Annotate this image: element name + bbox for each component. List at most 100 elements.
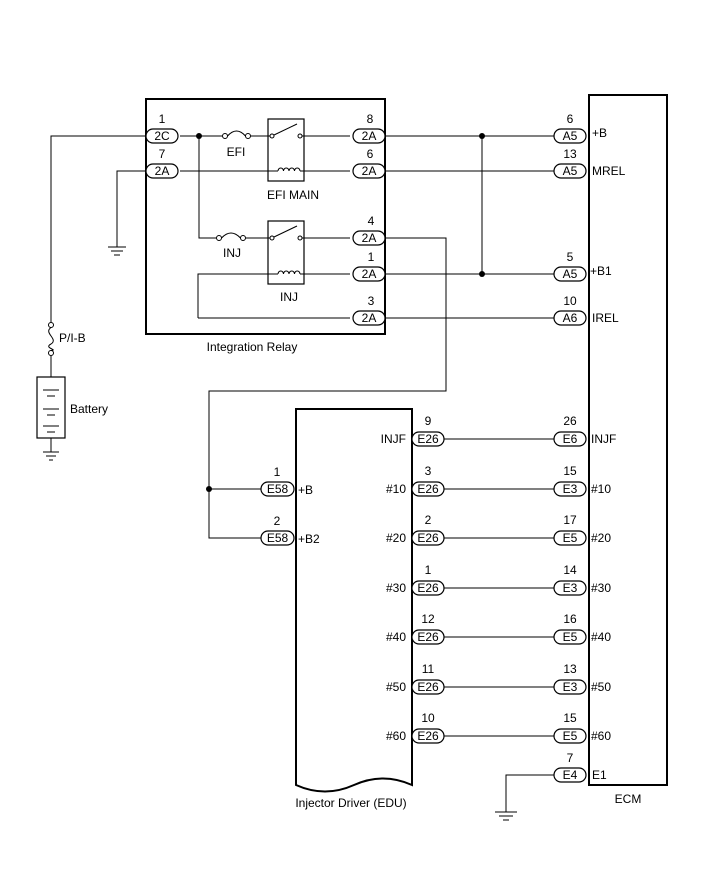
pin-number: 1 (159, 112, 166, 126)
pin-number: 17 (563, 513, 577, 527)
ecm-signal-label: #30 (591, 581, 611, 595)
pin-number: 14 (563, 563, 577, 577)
pin-number: 8 (367, 112, 374, 126)
junction-dot (479, 133, 485, 139)
connector-pill: 2A (352, 230, 386, 246)
ecm-signal-label: #50 (591, 680, 611, 694)
connector-pill: A5 (553, 128, 587, 144)
ecm-signal-label: INJF (591, 432, 616, 446)
efi-fuse-icon (222, 130, 251, 139)
ecm-signal-label: #40 (591, 630, 611, 644)
connector-pill: E26 (411, 679, 445, 695)
svg-text:E58: E58 (267, 482, 289, 496)
svg-text:E26: E26 (417, 680, 439, 694)
edu-power-label: +B2 (298, 532, 320, 546)
edu-label: Injector Driver (EDU) (295, 796, 406, 810)
ground-icon (43, 451, 59, 461)
pin-number: 7 (159, 147, 166, 161)
svg-text:2A: 2A (362, 231, 377, 245)
svg-text:A5: A5 (563, 164, 578, 178)
edu-signal-label: #10 (386, 482, 406, 496)
ecm-signal-label: #20 (591, 531, 611, 545)
edu-signal-label: #60 (386, 729, 406, 743)
ecm-signal-label: #60 (591, 729, 611, 743)
ecm-label: ECM (615, 792, 642, 806)
connector-pill: E3 (553, 679, 587, 695)
edu-power-label: +B (298, 483, 313, 497)
edu-box (295, 408, 413, 793)
svg-text:E3: E3 (563, 482, 578, 496)
ecm-signal-label: +B (592, 126, 607, 140)
svg-text:E26: E26 (417, 432, 439, 446)
svg-text:E26: E26 (417, 630, 439, 644)
svg-text:E26: E26 (417, 482, 439, 496)
ground-icon (495, 811, 517, 821)
svg-text:2A: 2A (362, 311, 377, 325)
pin-number: 4 (368, 214, 375, 228)
pin-number: 12 (421, 612, 435, 626)
svg-text:E6: E6 (563, 432, 578, 446)
pib-fuse-label: P/I-B (59, 331, 86, 345)
pib-fuse-icon (48, 322, 54, 356)
ecm-signal-label: #10 (591, 482, 611, 496)
edu-signal-label: #20 (386, 531, 406, 545)
pin-number: 16 (563, 612, 577, 626)
efi-main-relay-label: EFI MAIN (267, 188, 319, 202)
ground-icon (108, 246, 126, 256)
pin-number: 11 (422, 662, 435, 676)
ecm-signal-label: IREL (592, 311, 619, 325)
connector-pill: E26 (411, 431, 445, 447)
inj-relay-label: INJ (280, 290, 298, 304)
svg-text:A5: A5 (563, 129, 578, 143)
connector-pill: 2C (145, 128, 179, 144)
connector-pill: A5 (553, 266, 587, 282)
connector-pill: E26 (411, 530, 445, 546)
connector-pill: 2A (352, 163, 386, 179)
connector-pill: E3 (553, 580, 587, 596)
integration-relay-label: Integration Relay (207, 340, 298, 354)
svg-text:2A: 2A (155, 164, 170, 178)
wires (50, 135, 554, 812)
svg-text:A6: A6 (563, 311, 578, 325)
ecm-signal-label: +B1 (590, 264, 612, 278)
pin-number: 15 (563, 711, 577, 725)
svg-text:2A: 2A (362, 164, 377, 178)
svg-text:2A: 2A (362, 129, 377, 143)
ecm-box (588, 94, 668, 786)
svg-text:E4: E4 (563, 768, 578, 782)
junction-dot (206, 486, 212, 492)
pin-number: 3 (368, 294, 375, 308)
edu-signal-label: #40 (386, 630, 406, 644)
pin-number: 26 (563, 414, 577, 428)
connector-pill: 2A (352, 310, 386, 326)
svg-text:2A: 2A (362, 267, 377, 281)
pin-number: 13 (563, 147, 577, 161)
junction-dot (479, 271, 485, 277)
efi-fuse-label: EFI (227, 145, 246, 159)
battery-label: Battery (70, 402, 108, 416)
pin-number: 10 (421, 711, 435, 725)
edu-signal-label: #50 (386, 680, 406, 694)
pin-number: 1 (425, 563, 432, 577)
svg-text:E3: E3 (563, 680, 578, 694)
connector-pill: E26 (411, 580, 445, 596)
connector-pill: 2A (145, 163, 179, 179)
pin-number: 7 (567, 751, 574, 765)
connector-pill: E5 (553, 530, 587, 546)
svg-text:2C: 2C (154, 129, 170, 143)
pin-number: 3 (425, 464, 432, 478)
svg-text:E58: E58 (267, 531, 289, 545)
battery-icon (36, 376, 66, 439)
connector-pill: 2A (352, 266, 386, 282)
pin-number: 1 (368, 250, 375, 264)
pin-number: 1 (274, 465, 281, 479)
inj-fuse-icon (216, 232, 246, 241)
svg-text:E26: E26 (417, 581, 439, 595)
edu-signal-label: INJF (381, 432, 406, 446)
connector-pill: E26 (411, 728, 445, 744)
edu-signal-label: #30 (386, 581, 406, 595)
connector-pill: E26 (411, 629, 445, 645)
integration-relay-box (145, 98, 386, 335)
svg-text:A5: A5 (563, 267, 578, 281)
